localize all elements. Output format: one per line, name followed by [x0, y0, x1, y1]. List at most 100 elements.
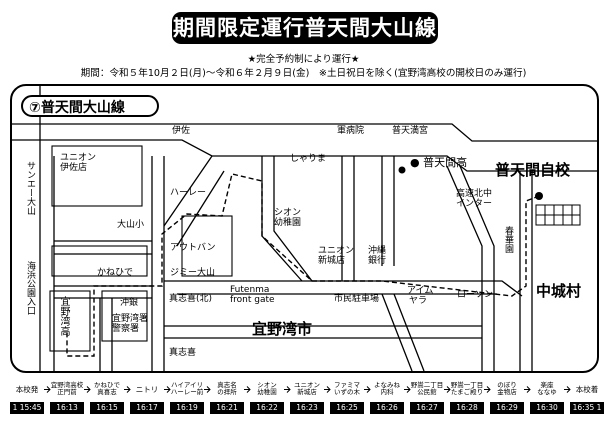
stop-time: 16:35 1: [570, 402, 604, 414]
label-okigin: 沖銀: [120, 298, 139, 308]
label-awtown: アウトバン: [170, 243, 216, 253]
arrow-right-icon: [84, 386, 91, 393]
label-aimu-2: ヤラ: [409, 296, 428, 306]
label-sion-2: 幼稚園: [274, 218, 302, 228]
arrow-right-icon: [284, 386, 291, 393]
stop-name: シオン 幼稚園: [257, 381, 277, 396]
stop-time: 16:15: [90, 402, 124, 414]
label-lawson: ローソン: [457, 290, 494, 300]
label-union-shinjo-2: 新城店: [318, 256, 346, 266]
stop-time: 16:29: [490, 402, 524, 414]
timetable-stop: 宜野湾高校 正門前 16:13: [50, 376, 84, 426]
stop-name: 野嵩二丁目 公民館: [410, 381, 444, 396]
label-police-1: 宜野湾署: [112, 314, 149, 324]
stop-name: ユニオン 新城店: [294, 381, 320, 396]
timetable-stop: 野嵩一丁目 たまご殿り 16:28: [450, 376, 484, 426]
road-right-d: [459, 165, 495, 371]
map-roads-svg: [12, 86, 597, 371]
block-kanahide: [51, 245, 148, 277]
label-futenma-gate-1: Futenma: [230, 285, 270, 295]
arrow-right-icon: [124, 386, 131, 393]
stop-time: 16:27: [410, 402, 444, 414]
label-sion-1: シオン: [274, 208, 302, 218]
label-shimin-parking: 市民駐車場: [334, 294, 380, 304]
road-right-c: [446, 165, 483, 371]
label-mashikiki-kita: 真志喜(北): [169, 294, 213, 304]
stop-name: ハイアイリ ハーレー前: [170, 381, 204, 396]
page-title: 期間限定運行普天間大山線: [172, 12, 438, 44]
block-police: [101, 290, 148, 342]
stop-time: 16:30: [530, 402, 564, 414]
route-map: ⑦普天間大山線 伊佐 軍病院 普天満宮 ● 普天間高 普天間自校 高速北中 イン…: [10, 84, 599, 373]
label-futenma-gate-2: front gate: [230, 295, 275, 305]
label-okinawa-bank-2: 銀行: [368, 256, 387, 266]
label-kanahide: かねひで: [97, 268, 134, 278]
stop-name: のぼり 金物店: [497, 381, 517, 396]
timetable-stop: ニトリ 16:17: [130, 376, 164, 426]
label-iha: 伊佐: [172, 126, 191, 136]
stop-time: 16:21: [210, 402, 244, 414]
road-inner-b: [273, 156, 313, 282]
arrow-right-icon: [444, 386, 451, 393]
arrow-right-icon: [484, 386, 491, 393]
label-oyama-elem: 大山小: [117, 220, 145, 230]
stop-name: 楽座 ななゆ: [537, 381, 557, 396]
road-low-c: [381, 293, 413, 371]
stop-time: 16:17: [130, 402, 164, 414]
arrow-right-icon: [364, 386, 371, 393]
label-police-2: 警察署: [112, 324, 140, 334]
stop-time: 1 15:45: [10, 402, 44, 414]
road-top-2: [12, 139, 597, 172]
label-union-iha-1: ユニオン: [60, 153, 97, 163]
block-union-iha: [51, 145, 143, 207]
stop-time: 16:28: [450, 402, 484, 414]
stop-time: 16:25: [330, 402, 364, 414]
arrow-right-icon: [404, 386, 411, 393]
arrow-right-icon: [204, 386, 211, 393]
school-building-icon: [535, 204, 581, 226]
label-futenma-high: ● 普天間高: [410, 156, 468, 169]
label-harley: ハーレー: [170, 188, 207, 198]
timetable-stop: のぼり 金物店 16:29: [490, 376, 524, 426]
label-ginowan-city: 宜野湾市: [252, 320, 313, 338]
bus-route-line: [66, 173, 540, 357]
arrow-right-icon: [564, 386, 571, 393]
stop-name: ニトリ: [135, 384, 159, 394]
timetable-stop: 野嵩二丁目 公民館 16:27: [410, 376, 444, 426]
notice-text: ★完全予約制により運行★: [247, 54, 360, 65]
label-ginowan-high: 宜野湾高: [58, 296, 69, 336]
stop-name: 野嵩一丁目 たまご殿り: [450, 381, 484, 396]
road-top: [12, 123, 597, 142]
arrow-right-icon: [324, 386, 331, 393]
stop-time: 16:22: [250, 402, 284, 414]
label-okinawa-bank-1: 沖縄: [368, 246, 387, 256]
label-nakagusuku: 中城村: [536, 282, 582, 300]
road-diagonal: [163, 155, 213, 227]
arrow-right-icon: [44, 386, 51, 393]
label-futenma-school: 普天間自校: [495, 161, 571, 179]
label-mashikiki: 真志喜: [169, 348, 197, 358]
timetable-stop: シオン 幼稚園 16:22: [250, 376, 284, 426]
label-futenma-wan: 普天満宮: [392, 126, 429, 136]
block-ginowan-high: [49, 290, 91, 352]
timetable-stop: 楽座 ななゆ 16:30: [530, 376, 564, 426]
period-text: 期間：令和５年10月２日(月)～令和６年２月９日(金) ※土日祝日を除く(宜野湾…: [80, 68, 527, 79]
stop-name: 真志名 の拝所: [217, 381, 237, 396]
high-school-marker: [398, 166, 406, 174]
arrow-right-icon: [244, 386, 251, 393]
label-shiramma: しゃりま: [290, 154, 327, 164]
arrow-right-icon: [164, 386, 171, 393]
road-mid-h: [164, 280, 523, 297]
stop-name: ファミマ いずの木: [334, 381, 360, 396]
label-sun-e: サンエー大山: [25, 161, 35, 215]
label-kaihin-park: 海浜公園入口: [25, 261, 35, 315]
route-name-label: ⑦普天間大山線: [21, 95, 159, 117]
stop-name: 宜野湾高校 正門前: [50, 381, 84, 396]
stop-time: 16:13: [50, 402, 84, 414]
